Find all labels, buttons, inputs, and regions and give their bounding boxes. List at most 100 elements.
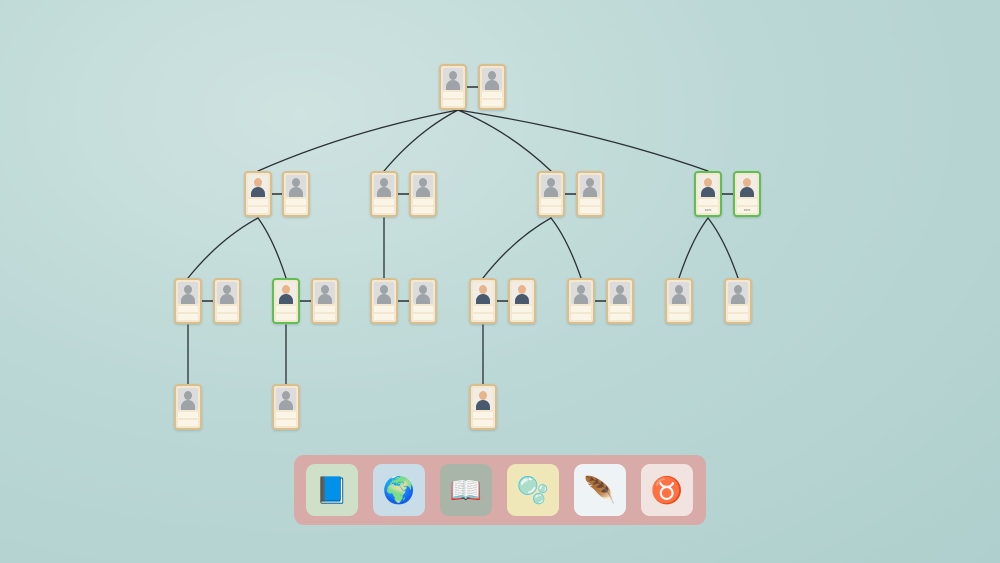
book-icon: 📘 <box>315 475 349 505</box>
person-card[interactable] <box>272 384 300 430</box>
person-name <box>669 306 689 312</box>
person-year <box>276 314 296 320</box>
person-portrait <box>737 175 757 197</box>
circles-app[interactable]: 🫧 <box>507 464 559 516</box>
person-card[interactable] <box>311 278 339 324</box>
horns-icon: ♉ <box>650 475 684 505</box>
person-avatar-icon <box>413 175 433 197</box>
person-avatar-icon <box>178 282 198 304</box>
person-name <box>178 306 198 312</box>
person-card[interactable] <box>665 278 693 324</box>
parent-child-connector <box>457 109 709 172</box>
person-card[interactable] <box>469 384 497 430</box>
person-year: 1970 <box>698 207 718 213</box>
person-card[interactable] <box>478 64 506 110</box>
person-card[interactable] <box>272 278 300 324</box>
person-card[interactable] <box>606 278 634 324</box>
person-year <box>374 207 394 213</box>
horns-app[interactable]: ♉ <box>641 464 693 516</box>
person-avatar-icon <box>482 68 502 90</box>
person-avatar-icon <box>541 175 561 197</box>
person-portrait <box>473 388 493 410</box>
parent-child-connector <box>257 109 459 172</box>
person-avatar-icon <box>286 175 306 197</box>
person-year <box>178 314 198 320</box>
person-card[interactable] <box>370 278 398 324</box>
person-portrait <box>248 175 268 197</box>
person-avatar-icon <box>217 282 237 304</box>
person-name <box>276 306 296 312</box>
parent-child-connector <box>482 217 552 279</box>
person-name <box>541 199 561 205</box>
person-card[interactable] <box>244 171 272 217</box>
person-year <box>178 420 198 426</box>
person-name <box>413 306 433 312</box>
person-year <box>374 314 394 320</box>
parent-child-connector <box>383 109 459 172</box>
person-card[interactable] <box>576 171 604 217</box>
feather-app[interactable]: 🪶 <box>574 464 626 516</box>
person-year <box>286 207 306 213</box>
person-card[interactable] <box>724 278 752 324</box>
person-name <box>374 306 394 312</box>
person-card[interactable] <box>174 278 202 324</box>
person-avatar-icon <box>669 282 689 304</box>
person-card[interactable] <box>174 384 202 430</box>
person-card[interactable] <box>282 171 310 217</box>
person-portrait <box>512 282 532 304</box>
person-year <box>443 100 463 106</box>
person-year <box>413 314 433 320</box>
person-year <box>728 314 748 320</box>
open-book-icon: 📖 <box>449 475 483 505</box>
person-avatar-icon <box>276 388 296 410</box>
person-year <box>541 207 561 213</box>
person-avatar-icon <box>374 175 394 197</box>
person-year <box>473 420 493 426</box>
person-name <box>413 199 433 205</box>
globe-app[interactable]: 🌍 <box>373 464 425 516</box>
person-portrait <box>276 282 296 304</box>
person-card[interactable] <box>409 278 437 324</box>
book-app[interactable]: 📘 <box>306 464 358 516</box>
person-avatar-icon <box>413 282 433 304</box>
person-year <box>580 207 600 213</box>
person-card[interactable] <box>409 171 437 217</box>
person-year <box>571 314 591 320</box>
person-name <box>737 199 757 205</box>
person-card[interactable] <box>567 278 595 324</box>
person-card[interactable] <box>508 278 536 324</box>
person-card[interactable] <box>469 278 497 324</box>
person-year <box>473 314 493 320</box>
person-avatar-icon <box>580 175 600 197</box>
person-card[interactable] <box>439 64 467 110</box>
person-card[interactable] <box>213 278 241 324</box>
feather-icon: 🪶 <box>583 475 617 505</box>
person-year <box>482 100 502 106</box>
person-year <box>610 314 630 320</box>
person-name <box>580 199 600 205</box>
person-name <box>571 306 591 312</box>
person-year <box>315 314 335 320</box>
person-name <box>248 199 268 205</box>
person-name <box>473 412 493 418</box>
person-card[interactable]: 1970 <box>733 171 761 217</box>
person-year <box>413 207 433 213</box>
person-year <box>512 314 532 320</box>
parent-child-connector <box>678 217 709 279</box>
parent-child-connector <box>707 217 739 279</box>
app-dock: 📘 🌍 📖 🫧 🪶 ♉ <box>294 455 706 525</box>
person-card[interactable] <box>537 171 565 217</box>
person-name <box>610 306 630 312</box>
person-card[interactable]: 1970 <box>694 171 722 217</box>
person-avatar-icon <box>571 282 591 304</box>
person-card[interactable] <box>370 171 398 217</box>
person-year <box>248 207 268 213</box>
person-name <box>315 306 335 312</box>
person-year: 1970 <box>737 207 757 213</box>
globe-icon: 🌍 <box>382 475 416 505</box>
person-portrait <box>698 175 718 197</box>
open-book-app[interactable]: 📖 <box>440 464 492 516</box>
parent-child-connector <box>457 109 552 172</box>
